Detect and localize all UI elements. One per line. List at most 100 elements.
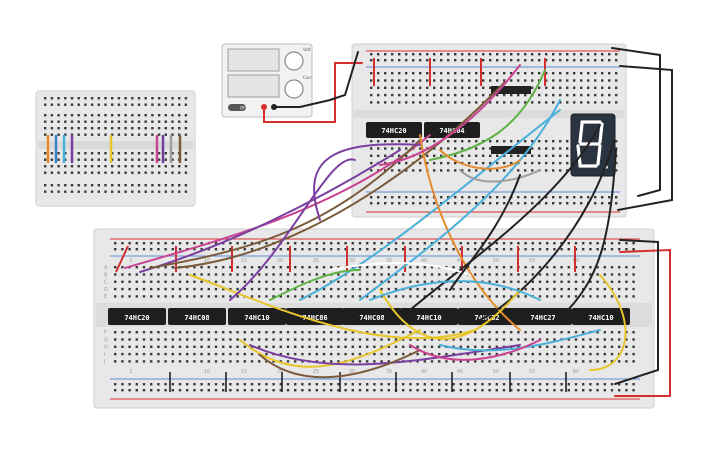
breadboard-hole[interactable] [405, 53, 408, 56]
breadboard-hole[interactable] [351, 248, 354, 251]
breadboard-hole[interactable] [438, 345, 441, 348]
breadboard-hole[interactable] [84, 114, 87, 117]
breadboard-hole[interactable] [164, 280, 167, 283]
breadboard-hole[interactable] [423, 360, 426, 363]
breadboard-hole[interactable] [137, 158, 141, 161]
breadboard-hole[interactable] [70, 133, 74, 136]
breadboard-hole[interactable] [90, 133, 94, 136]
breadboard-hole[interactable] [151, 133, 154, 136]
breadboard-hole[interactable] [193, 273, 196, 276]
breadboard-hole[interactable] [546, 338, 549, 341]
breadboard-hole[interactable] [164, 158, 167, 161]
breadboard-hole[interactable] [574, 383, 578, 386]
breadboard-hole[interactable] [258, 295, 261, 298]
breadboard-hole[interactable] [135, 383, 138, 386]
breadboard-hole[interactable] [171, 273, 174, 276]
breadboard-hole[interactable] [384, 93, 387, 97]
breadboard-hole[interactable] [373, 383, 376, 386]
breadboard-hole[interactable] [440, 93, 443, 97]
breadboard-hole[interactable] [44, 158, 47, 161]
breadboard-hole[interactable] [186, 383, 189, 386]
breadboard-hole[interactable] [151, 103, 154, 106]
breadboard-hole[interactable] [151, 114, 154, 117]
breadboard-hole[interactable] [351, 242, 354, 245]
breadboard-hole[interactable] [445, 242, 448, 245]
breadboard-hole[interactable] [117, 171, 121, 174]
breadboard-hole[interactable] [384, 86, 387, 89]
breadboard-hole[interactable] [186, 273, 189, 276]
breadboard-hole[interactable] [178, 171, 181, 174]
breadboard-hole[interactable] [559, 140, 562, 143]
breadboard-hole[interactable] [380, 242, 383, 245]
breadboard-hole[interactable] [57, 165, 60, 168]
breadboard-hole[interactable] [538, 389, 542, 392]
breadboard-hole[interactable] [596, 383, 599, 386]
breadboard-hole[interactable] [142, 266, 146, 269]
breadboard-hole[interactable] [370, 79, 373, 82]
breadboard-hole[interactable] [286, 242, 290, 245]
breadboard-hole[interactable] [164, 352, 167, 356]
breadboard-hole[interactable] [454, 79, 457, 82]
breadboard-hole[interactable] [545, 140, 548, 143]
breadboard-hole[interactable] [337, 383, 340, 386]
jumper-wire[interactable] [189, 274, 476, 340]
breadboard-hole[interactable] [157, 345, 160, 348]
breadboard-hole[interactable] [114, 360, 117, 363]
breadboard-hole[interactable] [279, 383, 282, 386]
breadboard-hole[interactable] [461, 101, 464, 104]
jumper-wire[interactable] [559, 149, 617, 319]
breadboard-hole[interactable] [117, 97, 121, 100]
breadboard-hole[interactable] [546, 345, 549, 348]
breadboard-hole[interactable] [184, 152, 188, 155]
breadboard-hole[interactable] [387, 280, 390, 283]
breadboard-hole[interactable] [207, 248, 210, 251]
breadboard-hole[interactable] [409, 287, 412, 291]
breadboard-hole[interactable] [144, 97, 147, 100]
breadboard-hole[interactable] [447, 53, 450, 56]
breadboard-hole[interactable] [387, 352, 390, 356]
breadboard-hole[interactable] [459, 266, 462, 269]
breadboard-hole[interactable] [466, 345, 470, 348]
jumper-wire[interactable] [614, 248, 671, 397]
breadboard-hole[interactable] [121, 360, 124, 363]
breadboard-hole[interactable] [144, 120, 147, 123]
breadboard-hole[interactable] [546, 352, 549, 356]
breadboard-hole[interactable] [358, 295, 362, 298]
breadboard-hole[interactable] [405, 101, 408, 104]
breadboard-hole[interactable] [337, 338, 340, 341]
breadboard-hole[interactable] [409, 280, 412, 283]
breadboard-hole[interactable] [567, 331, 570, 334]
breadboard-hole[interactable] [104, 127, 107, 130]
breadboard-hole[interactable] [440, 202, 443, 205]
breadboard-hole[interactable] [502, 242, 506, 245]
breadboard-hole[interactable] [618, 383, 621, 386]
breadboard-hole[interactable] [594, 202, 597, 205]
breadboard-hole[interactable] [178, 120, 181, 123]
breadboard-hole[interactable] [398, 140, 401, 143]
breadboard-hole[interactable] [603, 331, 606, 334]
breadboard-hole[interactable] [44, 133, 47, 136]
breadboard-hole[interactable] [517, 338, 520, 341]
breadboard-hole[interactable] [77, 171, 80, 174]
breadboard-hole[interactable] [608, 101, 611, 104]
jumper-wire[interactable] [479, 139, 615, 321]
breadboard-hole[interactable] [596, 295, 599, 298]
breadboard-hole[interactable] [117, 133, 121, 136]
breadboard-hole[interactable] [405, 196, 408, 199]
breadboard-hole[interactable] [315, 352, 318, 356]
breadboard-hole[interactable] [447, 101, 450, 104]
breadboard-hole[interactable] [322, 266, 326, 269]
breadboard-hole[interactable] [111, 114, 114, 117]
breadboard-hole[interactable] [610, 360, 614, 363]
breadboard-hole[interactable] [142, 280, 146, 283]
breadboard-hole[interactable] [582, 331, 585, 334]
breadboard-hole[interactable] [394, 242, 398, 245]
jumper-wire[interactable] [409, 124, 601, 311]
breadboard-hole[interactable] [178, 331, 182, 334]
breadboard-hole[interactable] [294, 383, 297, 386]
breadboard-hole[interactable] [481, 331, 484, 334]
breadboard-hole[interactable] [344, 331, 347, 334]
breadboard-hole[interactable] [601, 53, 604, 56]
breadboard-hole[interactable] [566, 79, 569, 82]
breadboard-hole[interactable] [243, 352, 246, 356]
